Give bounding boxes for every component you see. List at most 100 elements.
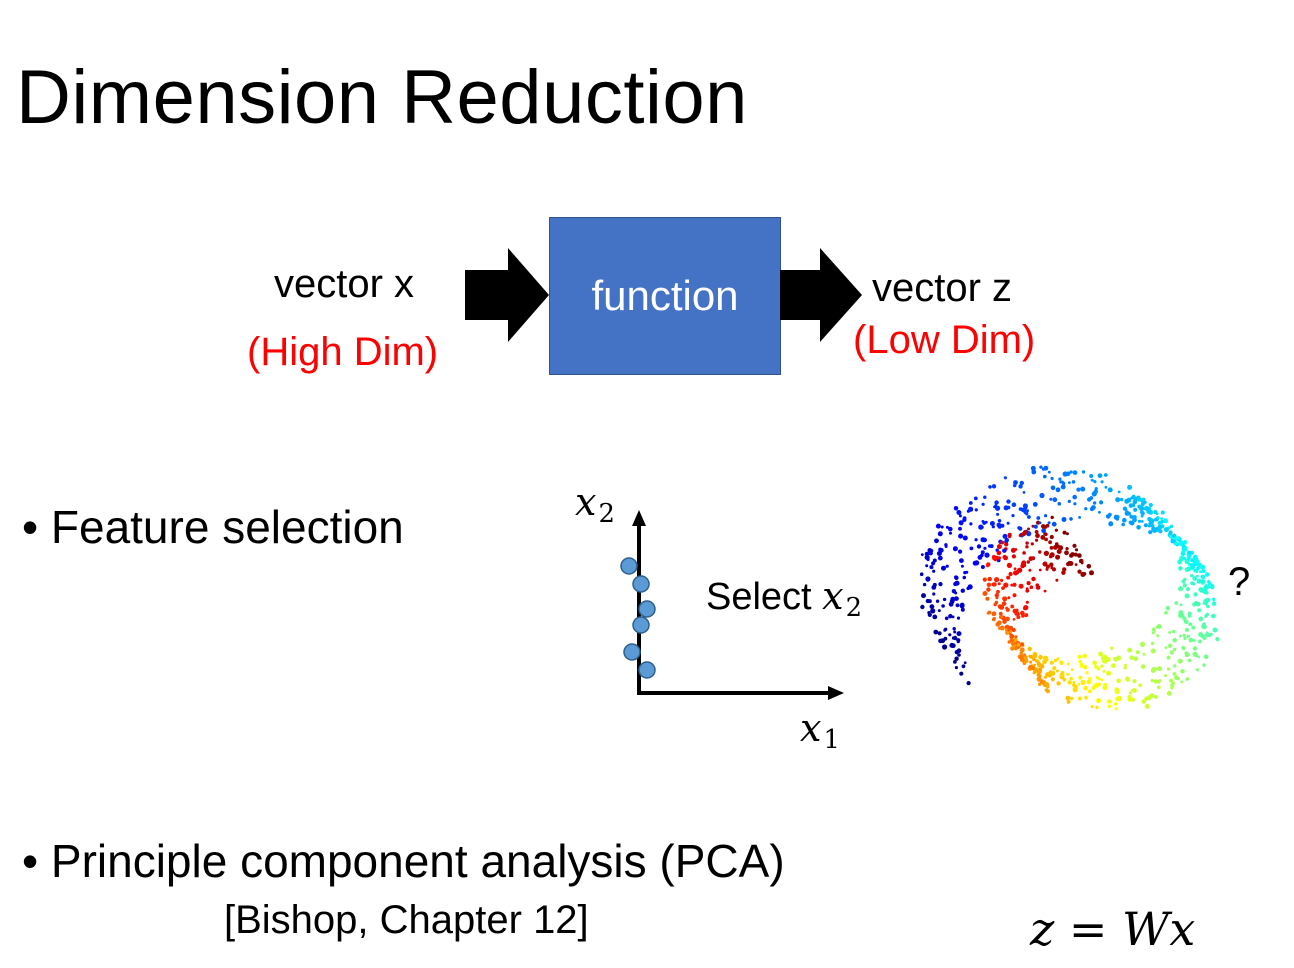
roll-point <box>1167 643 1173 648</box>
roll-point <box>1202 663 1206 667</box>
roll-point <box>1007 596 1011 600</box>
roll-point <box>1132 517 1137 523</box>
roll-point <box>1000 578 1004 583</box>
roll-point <box>1099 500 1104 505</box>
roll-point <box>1072 680 1076 684</box>
roll-point <box>937 609 941 613</box>
roll-point <box>929 565 934 570</box>
roll-point <box>1061 517 1067 522</box>
roll-point <box>935 523 941 529</box>
feature-point <box>638 661 656 679</box>
roll-point <box>1007 532 1012 538</box>
roll-point <box>937 555 943 561</box>
roll-point <box>1094 664 1098 669</box>
roll-point <box>1178 586 1184 592</box>
roll-point <box>1166 690 1172 696</box>
feature-point <box>632 616 650 634</box>
roll-point <box>1010 641 1016 646</box>
roll-point <box>1172 647 1177 652</box>
roll-point <box>1082 664 1088 670</box>
roll-point <box>933 629 939 635</box>
roll-point <box>1004 542 1009 547</box>
roll-point <box>1086 564 1092 569</box>
roll-point <box>991 525 995 529</box>
roll-point <box>1081 470 1086 474</box>
roll-point <box>1187 658 1192 663</box>
pca-reference: [Bishop, Chapter 12] <box>224 898 589 942</box>
roll-point <box>1078 675 1083 680</box>
roll-point <box>1043 525 1048 529</box>
roll-point <box>1037 670 1042 674</box>
roll-point <box>932 592 936 596</box>
roll-point <box>925 598 930 604</box>
roll-point <box>1124 508 1128 512</box>
roll-point <box>994 577 1000 583</box>
roll-point <box>1176 676 1180 681</box>
roll-point <box>1152 527 1158 533</box>
roll-point <box>1074 548 1079 552</box>
roll-point <box>1089 570 1094 576</box>
roll-point <box>1150 648 1156 654</box>
roll-point <box>1085 671 1089 675</box>
roll-point <box>1152 630 1156 633</box>
roll-point <box>1020 642 1025 647</box>
roll-point <box>1180 669 1185 674</box>
roll-point <box>969 546 974 551</box>
roll-point <box>1169 524 1174 529</box>
roll-point <box>1156 685 1161 690</box>
roll-point <box>931 561 936 566</box>
roll-point <box>1150 641 1155 646</box>
roll-point <box>1108 521 1114 527</box>
roll-point <box>1012 582 1017 587</box>
roll-point <box>1205 572 1210 577</box>
roll-point <box>955 603 960 608</box>
roll-point <box>1049 552 1055 558</box>
roll-point <box>1212 627 1218 633</box>
roll-point <box>1030 542 1034 546</box>
roll-point <box>995 505 1001 511</box>
roll-point <box>1206 604 1210 609</box>
roll-point <box>1114 707 1118 711</box>
roll-point <box>1135 650 1140 655</box>
roll-point <box>1092 660 1097 665</box>
roll-point <box>1023 605 1029 611</box>
roll-point <box>942 597 947 602</box>
roll-point <box>1107 487 1113 493</box>
roll-point <box>1180 680 1184 684</box>
roll-point <box>1172 681 1175 685</box>
feature-point <box>638 600 656 618</box>
roll-point <box>1164 674 1168 678</box>
roll-point <box>958 549 963 554</box>
roll-point <box>962 535 968 541</box>
roll-point <box>1132 494 1136 498</box>
roll-point <box>983 546 987 550</box>
roll-point <box>1103 473 1108 477</box>
roll-point <box>1115 497 1121 503</box>
roll-point <box>952 635 958 641</box>
roll-point <box>1036 516 1041 520</box>
roll-point <box>1032 657 1036 662</box>
roll-point <box>1020 507 1026 513</box>
roll-point <box>958 533 964 539</box>
roll-point <box>1194 569 1199 574</box>
roll-point <box>1001 586 1005 590</box>
roll-point <box>1168 631 1172 634</box>
roll-point <box>983 495 987 499</box>
roll-point <box>1116 678 1121 684</box>
roll-point <box>1044 537 1048 542</box>
roll-point <box>1019 480 1024 486</box>
roll-point <box>1086 679 1092 685</box>
roll-point <box>934 538 939 544</box>
roll-point <box>944 616 949 621</box>
roll-point <box>1089 496 1094 500</box>
roll-point <box>980 565 985 569</box>
roll-point <box>1010 583 1014 587</box>
roll-point <box>1097 473 1103 478</box>
roll-point <box>1184 627 1189 632</box>
roll-point <box>1202 601 1206 605</box>
roll-point <box>1047 470 1051 474</box>
roll-point <box>1129 514 1134 519</box>
question-mark: ? <box>1228 560 1251 604</box>
roll-point <box>1028 664 1033 670</box>
roll-point <box>1078 659 1083 664</box>
